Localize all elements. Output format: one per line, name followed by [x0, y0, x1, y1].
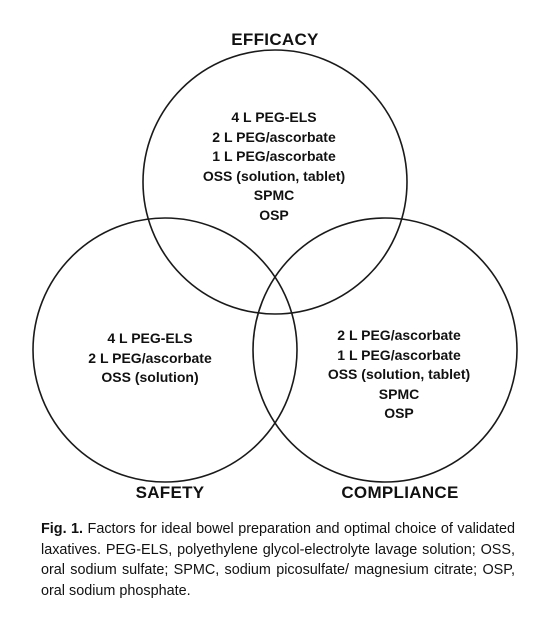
safety-item: OSS (solution)	[101, 369, 199, 385]
safety-items: 4 L PEG-ELS 2 L PEG/ascorbate OSS (solut…	[88, 329, 211, 388]
efficacy-item: OSP	[259, 206, 289, 223]
safety-circle	[32, 217, 298, 483]
efficacy-item: OSS (solution, tablet)	[202, 167, 346, 184]
efficacy-circle	[142, 49, 408, 315]
efficacy-items: 4 L PEG-ELS 2 L PEG/ascorbate 1 L PEG/as…	[203, 108, 345, 225]
compliance-items: 2 L PEG/ascorbate 1 L PEG/ascorbate OSS …	[328, 326, 470, 424]
efficacy-item: 1 L PEG/ascorbate	[212, 148, 336, 164]
safety-item: 2 L PEG/ascorbate	[88, 349, 212, 366]
safety-item: 4 L PEG-ELS	[107, 330, 193, 346]
compliance-item: 2 L PEG/ascorbate	[337, 327, 461, 343]
safety-label: SAFETY	[135, 483, 205, 502]
compliance-item: 1 L PEG/ascorbate	[337, 346, 461, 363]
efficacy-item: SPMC	[253, 187, 295, 203]
figure-number: Fig. 1.	[41, 521, 84, 537]
efficacy-item: 2 L PEG/ascorbate	[212, 128, 336, 145]
compliance-item: OSS (solution, tablet)	[327, 366, 471, 382]
compliance-item: OSP	[384, 405, 414, 421]
compliance-label: COMPLIANCE	[341, 483, 459, 502]
venn-diagram	[32, 49, 518, 483]
caption-text: Factors for ideal bowel preparation and …	[41, 521, 516, 599]
compliance-circle	[252, 217, 518, 483]
figure-caption: Fig. 1. Factors for ideal bowel preparat…	[41, 519, 515, 601]
compliance-item: SPMC	[378, 385, 420, 402]
efficacy-item: 4 L PEG-ELS	[231, 109, 317, 125]
efficacy-label: EFFICACY	[231, 30, 319, 49]
